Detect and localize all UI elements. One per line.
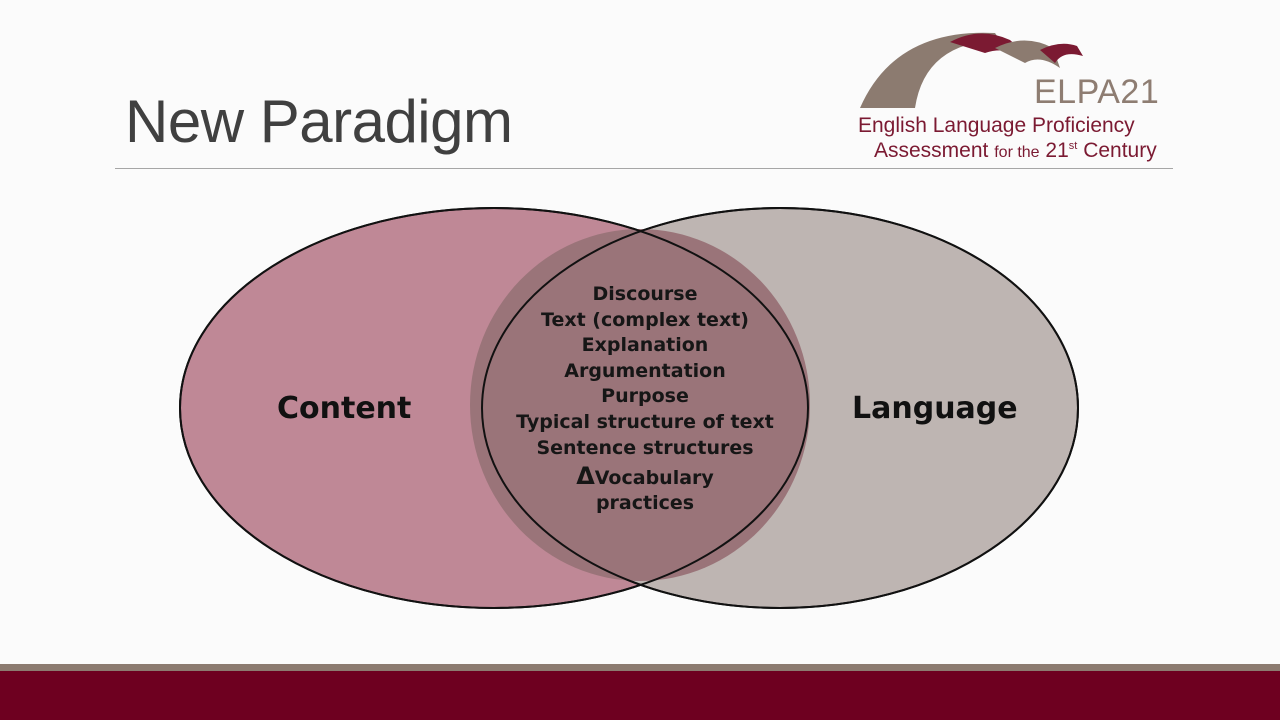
venn-overlap-region <box>470 229 810 581</box>
footer-band-accent <box>0 664 1280 671</box>
venn-outline-language <box>481 207 1079 609</box>
venn-label-content: Content <box>277 391 412 426</box>
title-divider <box>115 168 1173 169</box>
venn-overlap-list: Discourse Text (complex text) Explanatio… <box>505 282 785 517</box>
logo-arches-icon <box>860 32 1083 108</box>
overlap-item: Typical structure of text <box>516 410 774 433</box>
delta-icon: Δ <box>576 462 595 491</box>
logo-tagline-line2: Assessment for the 21st Century <box>874 140 1157 161</box>
venn-label-language: Language <box>852 391 1018 426</box>
overlap-item-vocabulary: ΔVocabulary <box>505 461 785 491</box>
logo-line2-number: 21 <box>1045 139 1069 162</box>
logo-line2-end: Century <box>1083 139 1157 162</box>
overlap-item: Sentence structures <box>536 436 754 459</box>
overlap-item: Explanation <box>581 334 709 357</box>
overlap-item: practices <box>595 492 695 515</box>
logo-tagline-line1: English Language Proficiency <box>858 114 1135 137</box>
footer-band <box>0 671 1280 720</box>
logo-abbreviation: ELPA21 <box>1034 73 1160 111</box>
logo-line2-small: for the <box>994 144 1040 161</box>
venn-outline-content <box>179 207 809 609</box>
overlap-item: Purpose <box>601 385 689 408</box>
logo-line2-main: Assessment <box>874 139 989 162</box>
overlap-item: Text (complex text) <box>541 308 749 331</box>
logo-line2-sup: st <box>1068 140 1078 152</box>
overlap-item: Argumentation <box>564 359 726 382</box>
overlap-item: Discourse <box>592 283 698 305</box>
overlap-item: Vocabulary <box>594 467 714 490</box>
slide-title: New Paradigm <box>125 88 513 155</box>
